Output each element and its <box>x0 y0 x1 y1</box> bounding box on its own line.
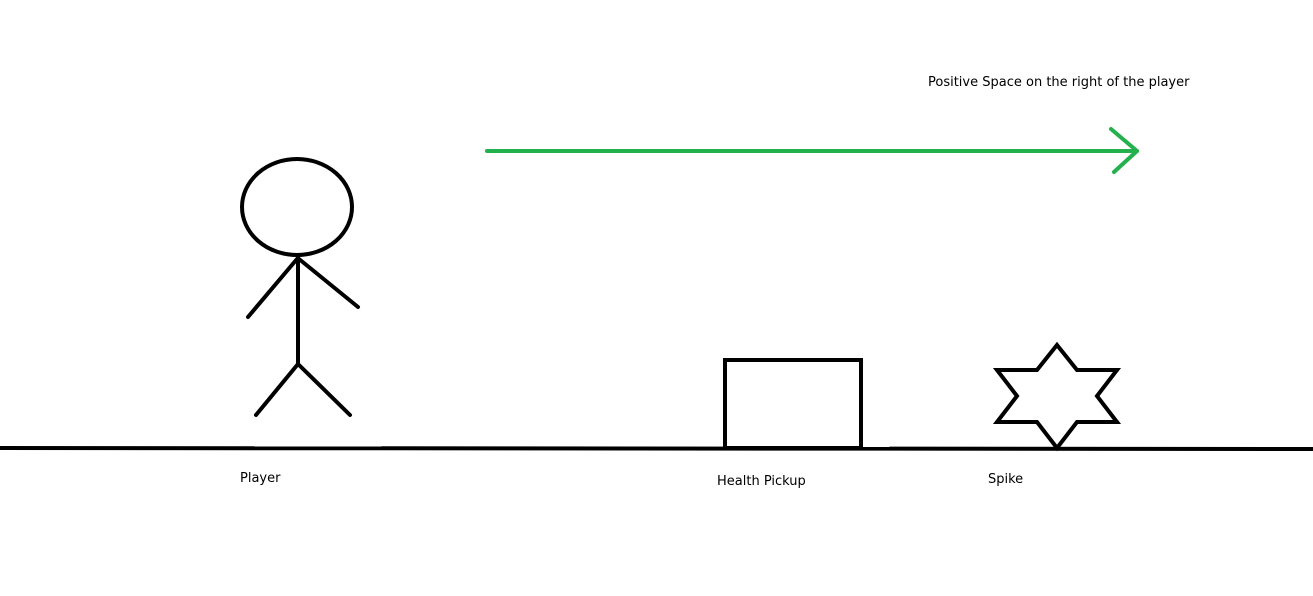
player-label: Player <box>240 471 281 486</box>
six-point-star-icon <box>992 341 1122 452</box>
player-right-leg <box>296 362 352 417</box>
rectangle-box-icon <box>723 358 863 450</box>
ground-line <box>0 446 1313 451</box>
player-right-arm <box>297 257 360 309</box>
stick-figure-icon <box>240 157 360 417</box>
spike-label: Spike <box>988 472 1024 487</box>
player-head <box>240 157 354 257</box>
player-left-leg <box>254 362 300 417</box>
direction-label: Positive Space on the right of the playe… <box>928 75 1190 90</box>
player-left-arm <box>246 257 299 319</box>
right-arrow-icon <box>485 127 1139 174</box>
health-pickup-label: Health Pickup <box>717 474 806 489</box>
